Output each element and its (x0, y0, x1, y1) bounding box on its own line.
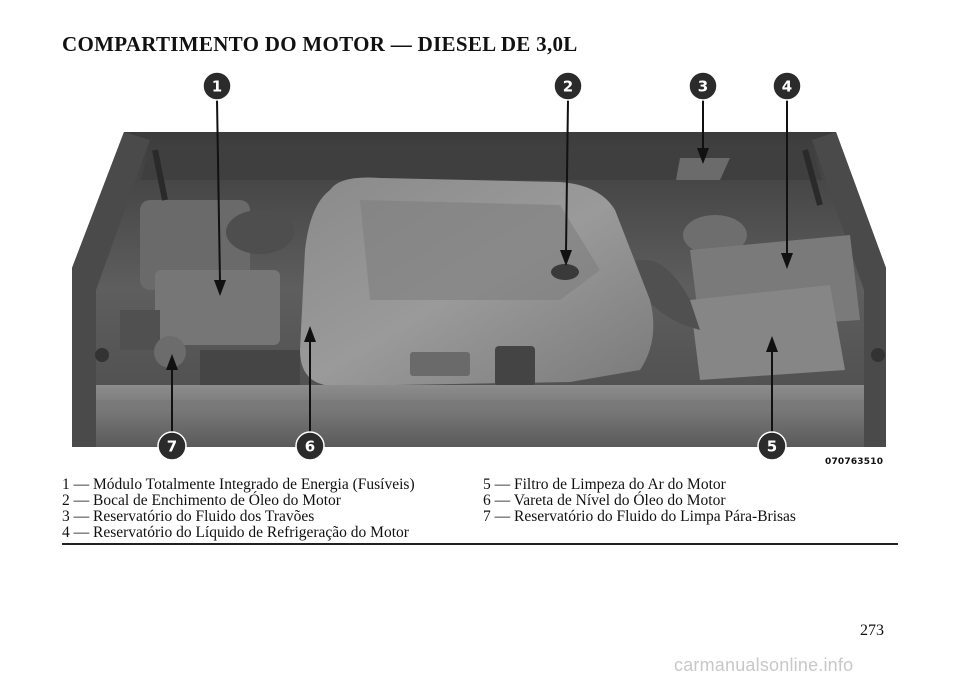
engine-bay-photo (72, 132, 886, 447)
callout-6-label: 6 (305, 438, 315, 456)
callout-arrows (166, 99, 793, 432)
callout-5-label: 5 (767, 438, 777, 456)
engine-illustration: 1 2 3 4 5 6 7 (72, 71, 886, 461)
legend-item: 4 — Reservatório do Líquido de Refrigera… (62, 524, 409, 541)
callout-6: 6 (295, 431, 325, 461)
legend-item: 7 — Reservatório do Fluido do Limpa Pára… (483, 508, 796, 525)
legend-left-column: 1 — Módulo Totalmente Integrado de Energ… (62, 477, 415, 541)
engine-compartment-figure: 1 2 3 4 5 6 7 070763510 (72, 71, 886, 467)
callout-7-label: 7 (167, 438, 177, 456)
legend-right-column: 5 — Filtro de Limpeza do Ar do Motor 6 —… (483, 477, 796, 525)
watermark: carmanualsonline.info (674, 655, 854, 675)
page-number: 273 (860, 622, 884, 639)
legend-item: 5 — Filtro de Limpeza do Ar do Motor (483, 476, 726, 493)
page-title: COMPARTIMENTO DO MOTOR — DIESEL DE 3,0L (62, 32, 578, 56)
legend-item: 3 — Reservatório do Fluido dos Travões (62, 508, 315, 525)
callout-4: 4 (772, 71, 802, 101)
callout-7: 7 (157, 431, 187, 461)
legend-item: 2 — Bocal de Enchimento de Óleo do Motor (62, 492, 341, 509)
legend-divider (62, 543, 898, 545)
callout-2: 2 (553, 71, 583, 101)
figure-code: 070763510 (825, 457, 884, 467)
legend-item: 6 — Vareta de Nível do Óleo do Motor (483, 492, 726, 509)
callout-3: 3 (688, 71, 718, 101)
callout-2-label: 2 (563, 78, 573, 96)
callout-3-label: 3 (698, 78, 708, 96)
callout-1-label: 1 (212, 78, 222, 96)
callout-1: 1 (202, 71, 232, 101)
callout-4-label: 4 (782, 78, 792, 96)
callout-5: 5 (757, 431, 787, 461)
legend-item: 1 — Módulo Totalmente Integrado de Energ… (62, 476, 415, 493)
